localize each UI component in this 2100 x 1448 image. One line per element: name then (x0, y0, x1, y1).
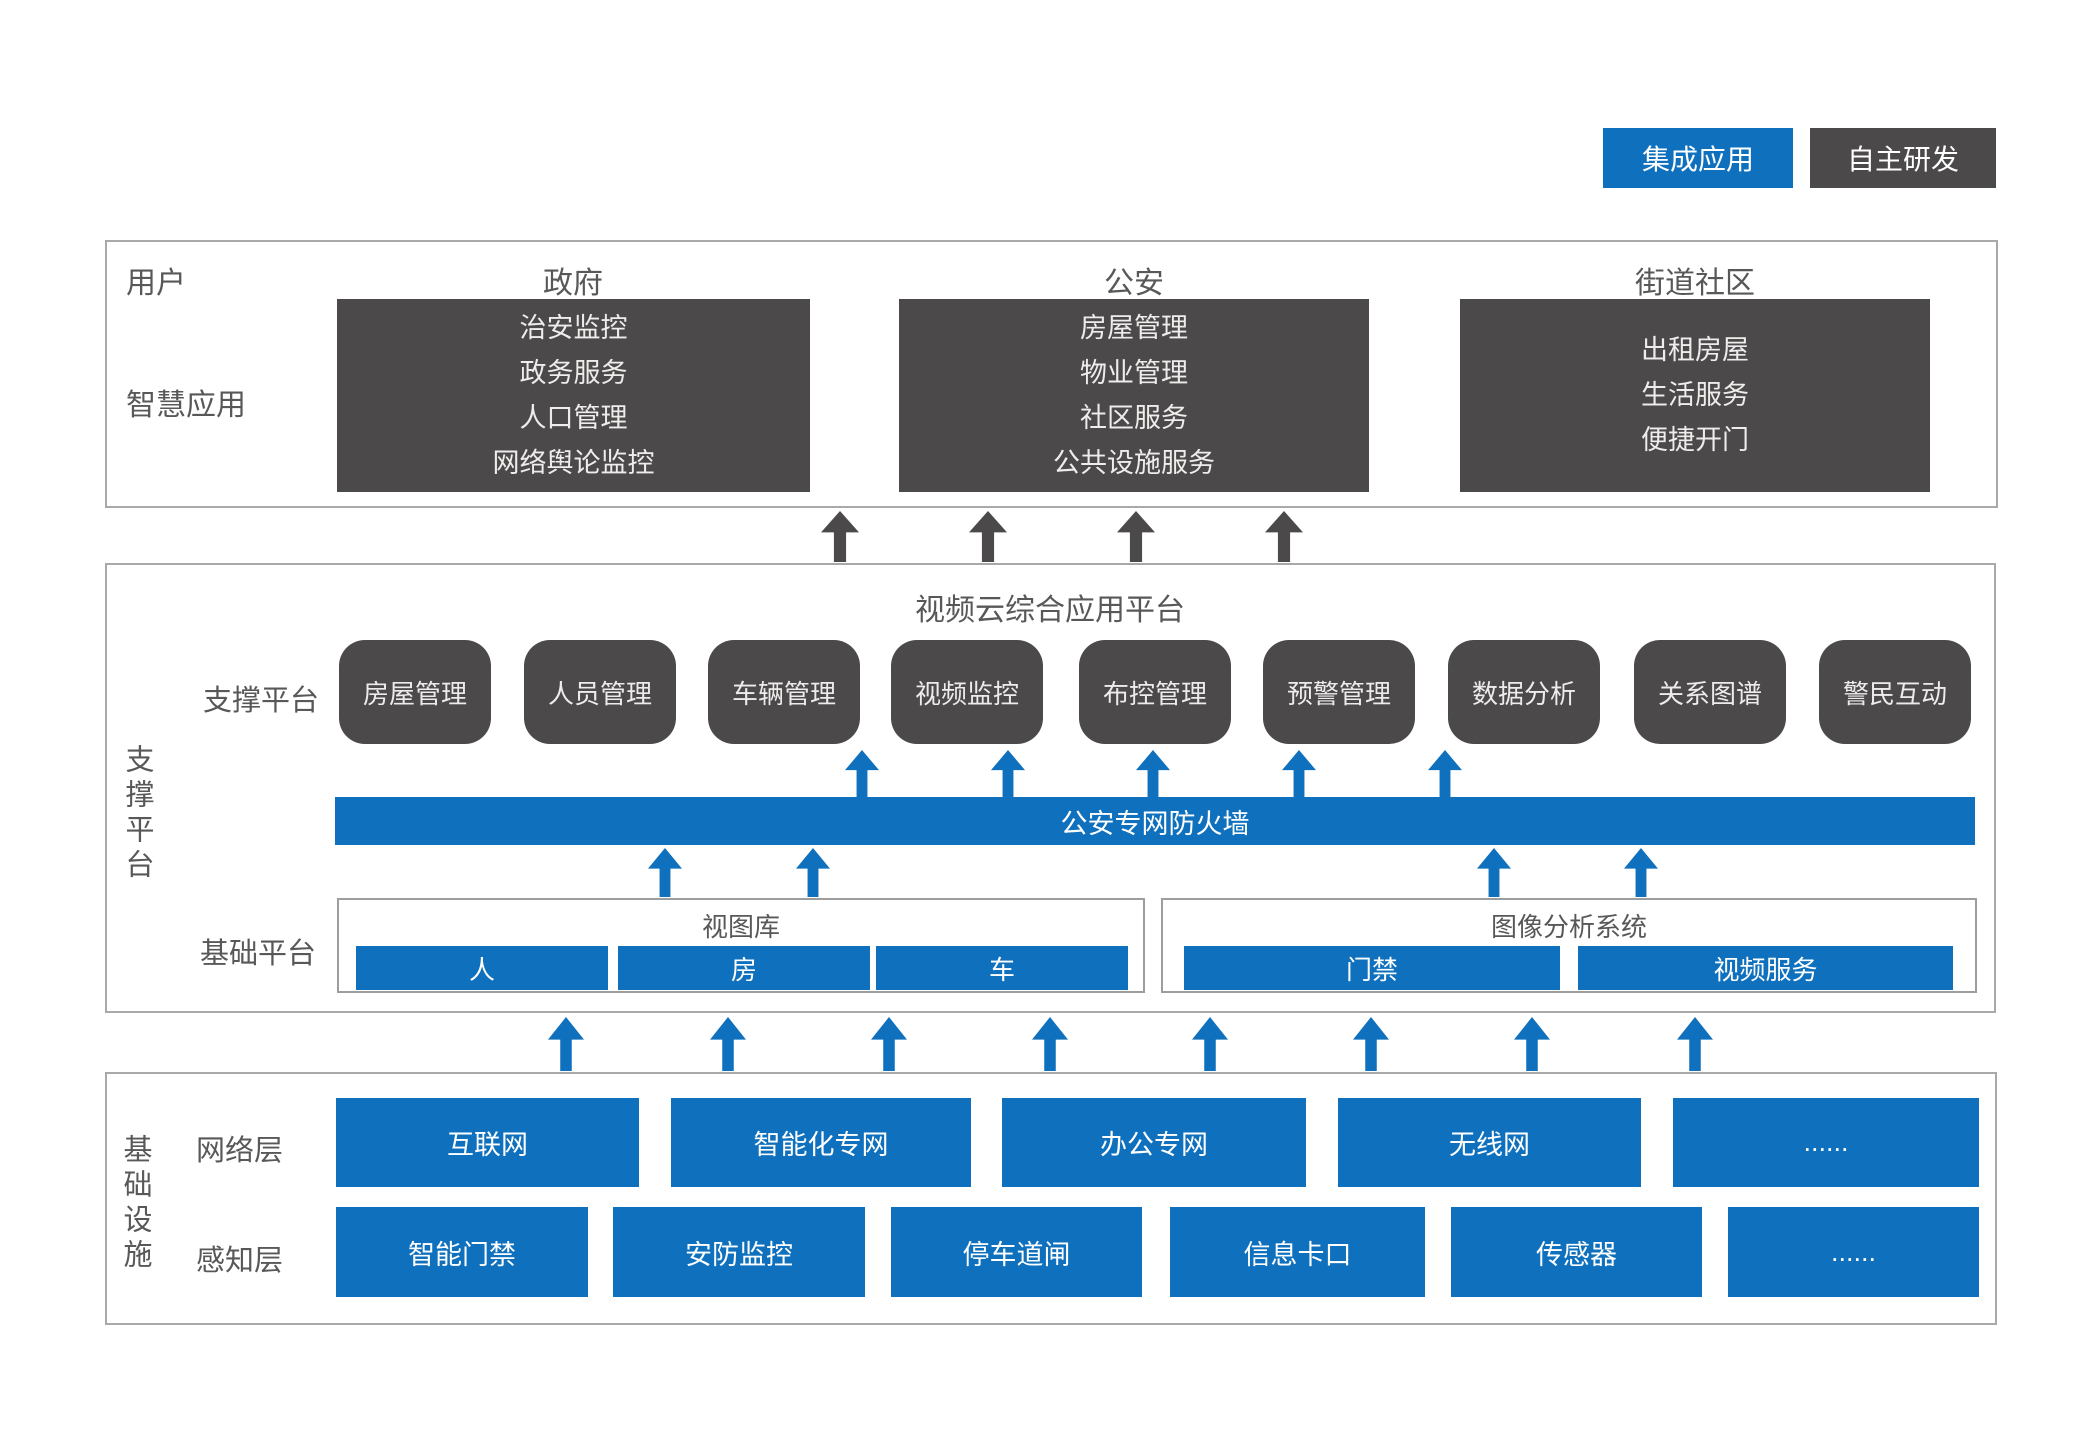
apps-row-label: 智慧应用 (126, 389, 246, 422)
module-housing-mgmt: 房屋管理 (339, 640, 491, 744)
legend-self-developed: 自主研发 (1810, 128, 1996, 188)
support-row-label: 支撑平台 (203, 685, 320, 717)
up-arrow-icon (1032, 1017, 1068, 1071)
legend-integrated-label: 集成应用 (1641, 144, 1754, 175)
bar-label: 车 (988, 954, 1015, 985)
firewall-label: 公安专网防火墙 (1060, 808, 1250, 839)
module-police-citizen: 警民互动 (1819, 640, 1971, 744)
network-layer-label: 网络层 (196, 1135, 284, 1167)
base-row-label: 基础平台 (200, 938, 317, 970)
up-arrow-icon (1353, 1017, 1389, 1071)
column-header-police: 公安 (1104, 267, 1164, 300)
bar-label: 信息卡口 (1243, 1239, 1352, 1270)
perception-info-checkpoint-bar: 信息卡口 (1170, 1207, 1425, 1297)
bar-label: 房 (730, 954, 757, 985)
app-item: 公共设施服务 (1053, 447, 1215, 478)
app-item: 生活服务 (1641, 380, 1749, 410)
bar-label: 无线网 (1449, 1130, 1530, 1160)
column-header-community: 街道社区 (1635, 267, 1755, 300)
police-firewall-bar: 公安专网防火墙 (335, 797, 1975, 845)
bar-label: 停车道闸 (962, 1239, 1071, 1270)
bar-label: 传感器 (1536, 1239, 1617, 1270)
module-label: 警民互动 (1842, 678, 1947, 709)
video-image-library-title: 视图库 (701, 912, 780, 942)
police-apps-box: 房屋管理 物业管理 社区服务 公共设施服务 (899, 299, 1369, 492)
app-item: 出租房屋 (1641, 335, 1749, 365)
video-cloud-platform-title: 视频云综合应用平台 (915, 594, 1185, 627)
module-video-monitor: 视频监控 (891, 640, 1043, 744)
up-arrow-icon (1677, 1017, 1713, 1071)
library-vehicle-bar: 车 (876, 946, 1128, 990)
infrastructure-side-label: 基础设施 (119, 1134, 151, 1274)
up-arrow-icon (548, 1017, 584, 1071)
module-warning-mgmt: 预警管理 (1263, 640, 1415, 744)
up-arrow-icon (1514, 1017, 1550, 1071)
bar-label: 人 (468, 954, 495, 985)
library-person-bar: 人 (356, 946, 608, 990)
up-arrow-icon (969, 511, 1007, 562)
network-office-bar: 办公专网 (1002, 1098, 1306, 1187)
bar-label: 互联网 (447, 1130, 528, 1160)
module-label: 数据分析 (1471, 678, 1576, 709)
users-row-label: 用户 (126, 267, 186, 300)
support-platform-side-label: 支撑平台 (121, 744, 153, 884)
module-vehicle-mgmt: 车辆管理 (708, 640, 860, 744)
bar-label: 视频服务 (1713, 954, 1818, 985)
library-house-bar: 房 (618, 946, 870, 990)
up-arrow-icon (1265, 511, 1303, 562)
app-item: 治安监控 (519, 312, 628, 343)
perception-access-control-bar: 智能门禁 (336, 1207, 588, 1297)
up-arrow-icon (1117, 511, 1155, 562)
app-item: 社区服务 (1080, 402, 1188, 433)
bar-label: 智能化专网 (753, 1130, 889, 1160)
app-item: 物业管理 (1080, 357, 1188, 388)
app-item: 网络舆论监控 (492, 447, 655, 478)
legend-integrated-app: 集成应用 (1603, 128, 1793, 188)
analysis-video-service-bar: 视频服务 (1578, 946, 1953, 990)
app-item: 政务服务 (519, 357, 628, 388)
analysis-access-bar: 门禁 (1184, 946, 1560, 990)
bar-label: ...... (1803, 1127, 1849, 1157)
module-label: 视频监控 (914, 678, 1019, 709)
bar-label: 办公专网 (1100, 1130, 1208, 1160)
module-label: 房屋管理 (362, 678, 467, 709)
network-intelligent-bar: 智能化专网 (671, 1098, 971, 1187)
up-arrow-icon (871, 1017, 907, 1071)
app-item: 房屋管理 (1080, 312, 1188, 343)
app-item: 便捷开门 (1641, 425, 1749, 455)
app-item: 人口管理 (519, 402, 628, 433)
module-personnel-mgmt: 人员管理 (524, 640, 676, 744)
government-apps-box: 治安监控 政务服务 人口管理 网络舆论监控 (337, 299, 810, 492)
bar-label: 智能门禁 (408, 1239, 516, 1270)
module-label: 预警管理 (1286, 678, 1391, 709)
column-header-government: 政府 (543, 267, 603, 300)
module-label: 布控管理 (1102, 678, 1207, 709)
image-analysis-system-title: 图像分析系统 (1490, 912, 1647, 942)
up-arrow-icon (1192, 1017, 1228, 1071)
bar-label: 安防监控 (685, 1239, 793, 1270)
module-label: 人员管理 (547, 678, 652, 709)
bar-label: 门禁 (1345, 954, 1398, 985)
network-internet-bar: 互联网 (336, 1098, 639, 1187)
module-relation-graph: 关系图谱 (1634, 640, 1786, 744)
network-wireless-bar: 无线网 (1338, 1098, 1641, 1187)
network-more-bar: ...... (1673, 1098, 1979, 1187)
module-label: 关系图谱 (1657, 678, 1762, 709)
perception-more-bar: ...... (1728, 1207, 1979, 1297)
up-arrow-icon (821, 511, 859, 562)
module-control-mgmt: 布控管理 (1079, 640, 1231, 744)
legend-self-developed-label: 自主研发 (1846, 144, 1959, 175)
bar-label: ...... (1830, 1236, 1876, 1267)
module-label: 车辆管理 (731, 678, 836, 709)
module-data-analysis: 数据分析 (1448, 640, 1600, 744)
perception-security-monitor-bar: 安防监控 (613, 1207, 865, 1297)
perception-layer-label: 感知层 (196, 1245, 284, 1277)
perception-sensor-bar: 传感器 (1451, 1207, 1702, 1297)
perception-parking-gate-bar: 停车道闸 (891, 1207, 1142, 1297)
up-arrow-icon (710, 1017, 746, 1071)
community-apps-box: 出租房屋 生活服务 便捷开门 (1460, 299, 1930, 492)
